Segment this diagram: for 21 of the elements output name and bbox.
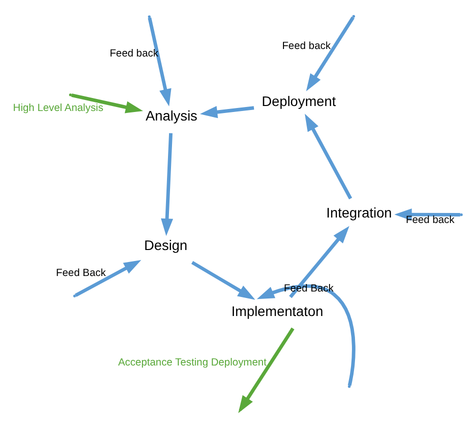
arrow xyxy=(160,133,174,236)
arrow xyxy=(304,114,352,200)
arrow xyxy=(394,208,460,221)
edge-label: Feed back xyxy=(406,214,454,226)
arrow xyxy=(289,226,350,298)
edge-label: Feed back xyxy=(282,40,331,52)
arrow xyxy=(191,260,256,300)
edge-label: Acceptance Testing Deployment xyxy=(118,358,267,369)
node-text: Analysis xyxy=(146,108,198,124)
arrow xyxy=(148,17,172,106)
arrow xyxy=(200,106,254,118)
arrow xyxy=(71,93,144,114)
node-text: Integration xyxy=(326,204,392,221)
node-text: Implementaton xyxy=(231,303,324,320)
node-text: Design xyxy=(144,237,188,254)
edge-label: High Level Analysis xyxy=(13,102,104,114)
edge-label: Feed Back xyxy=(56,268,106,279)
arrow xyxy=(306,16,355,92)
arrow xyxy=(256,284,356,386)
node-text: Deployment xyxy=(262,93,336,110)
arrow xyxy=(74,260,142,297)
